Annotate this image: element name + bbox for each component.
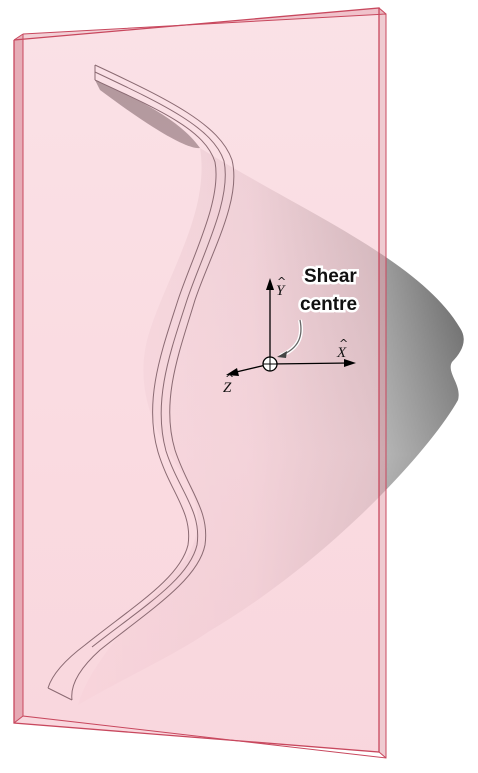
section-mid-edge-a — [91, 71, 226, 648]
z-axis-arrowhead — [226, 368, 239, 376]
callout-line-1: Shear — [304, 266, 357, 287]
callout-line-2: centre — [300, 294, 357, 315]
section-ends — [47, 65, 96, 701]
shear-centre-callout: Shear centre — [298, 264, 360, 318]
axis-labels: Y ^ X ^ Z ^ — [223, 275, 348, 396]
x-axis-arrowhead — [344, 359, 356, 367]
y-axis-label: Y — [276, 283, 286, 299]
cross-section-outline — [47, 64, 235, 701]
x-axis-hat: ^ — [339, 337, 348, 350]
y-axis-arrowhead — [266, 278, 274, 290]
section-plane — [13, 7, 387, 759]
plane-right-face — [379, 8, 386, 758]
plane-side-face — [14, 34, 23, 723]
section-outer-edge — [71, 64, 235, 701]
x-axis-line — [269, 362, 351, 365]
z-axis-hat: ^ — [225, 372, 234, 385]
z-axis-label: Z — [223, 380, 232, 396]
coordinate-axes — [226, 278, 356, 376]
x-axis-label: X — [336, 345, 347, 361]
plane-front-face — [14, 8, 379, 752]
section-inner-edge — [47, 79, 217, 689]
y-axis-hat: ^ — [277, 275, 286, 288]
